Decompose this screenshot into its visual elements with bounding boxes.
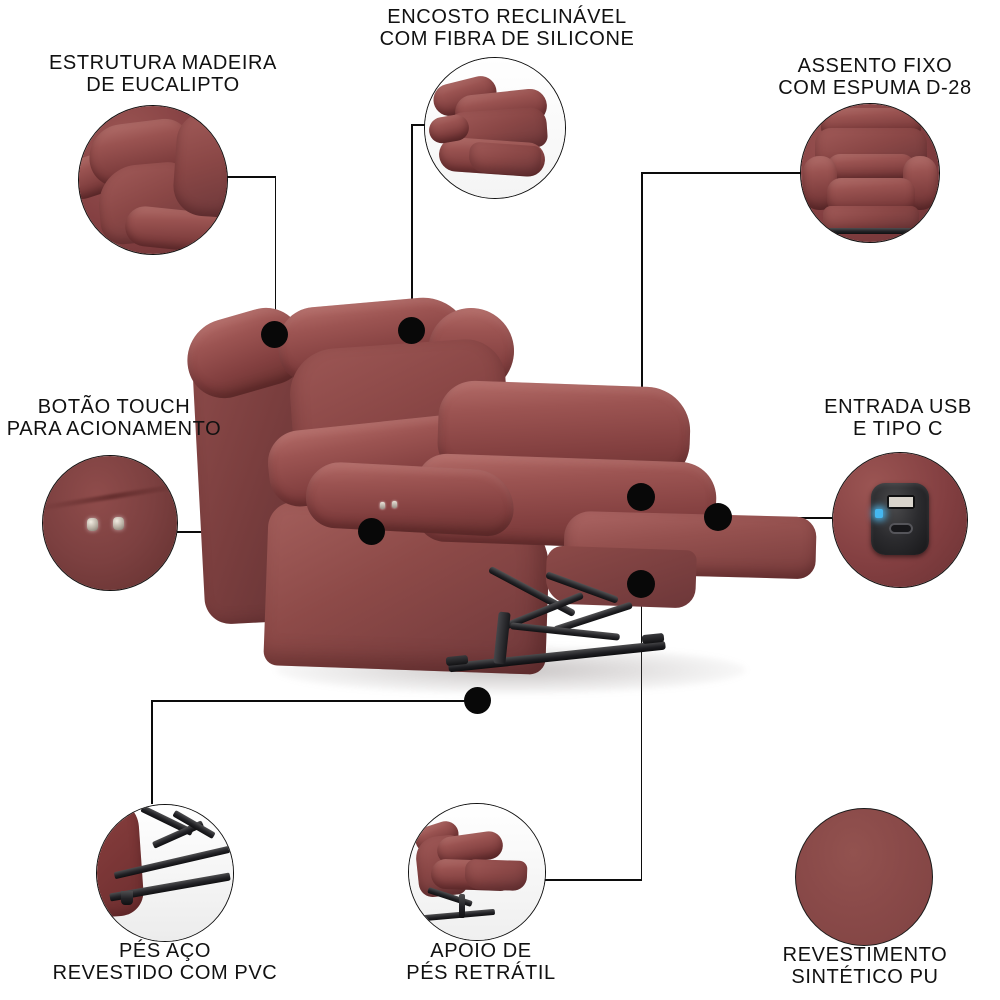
inset-scene-pes-aco	[97, 805, 233, 941]
callout-inset-apoio-pes	[408, 803, 546, 941]
callout-label-revestimento: REVESTIMENTO SINTÉTICO PU	[782, 944, 948, 989]
callout-inset-entrada-usb	[832, 452, 968, 588]
anchor-dot-botao-touch	[358, 518, 385, 545]
callout-inset-encosto-reclinavel	[424, 57, 566, 199]
leader-line-assento-vertical	[641, 172, 643, 497]
usb-c-port[interactable]	[889, 523, 913, 534]
anchor-dot-estrutura-madeira	[261, 321, 288, 348]
usb-power-led	[875, 509, 883, 518]
touch-button-pip-right[interactable]	[392, 501, 397, 508]
inset-front-lumbar	[827, 154, 915, 180]
anchor-dot-assento-fixo	[627, 483, 655, 511]
leader-line-assento-horizontal	[641, 172, 804, 174]
inset-scene-estrutura-madeira	[79, 106, 227, 254]
touch-button-right[interactable]	[113, 517, 124, 530]
callout-inset-assento-fixo	[800, 103, 940, 243]
leader-line-estrutura-madeira-vertical	[274, 176, 277, 334]
leader-line-apoio-pes-horizontal	[545, 879, 642, 881]
chair-armrest	[304, 460, 516, 538]
inset-scene-botao-touch	[43, 456, 177, 590]
inset-apoio-footrest	[464, 858, 528, 892]
callout-inset-botao-touch	[42, 455, 178, 591]
callout-swatch-revestimento	[795, 808, 933, 946]
inset-apoio-base-upright	[459, 894, 465, 918]
anchor-dot-pes-aco	[464, 687, 491, 714]
anchor-dot-entrada-usb	[704, 503, 732, 531]
leader-line-estrutura-madeira-horizontal	[226, 176, 276, 178]
leader-line-apoio-pes-vertical	[640, 584, 643, 880]
callout-inset-pes-aco	[96, 804, 234, 942]
leader-line-pes-aco-vertical	[151, 700, 153, 804]
usb-a-port[interactable]	[887, 495, 915, 509]
callout-label-apoio-pes: APOIO DE PÉS RETRÁTIL	[406, 940, 556, 985]
inset-scene-entrada-usb	[833, 453, 967, 587]
anchor-dot-apoio-pes	[627, 570, 655, 598]
callout-label-encosto-reclinavel: ENCOSTO RECLINÁVEL COM FIBRA DE SILICONE	[379, 6, 635, 51]
touch-button-left[interactable]	[87, 518, 98, 531]
inset-scene-encosto-reclinavel	[425, 58, 565, 198]
leader-line-pes-aco-horizontal	[151, 700, 478, 702]
callout-inset-estrutura-madeira	[78, 105, 228, 255]
inset-side-wing	[171, 110, 227, 218]
hero-recliner-illustration	[177, 293, 840, 710]
usb-module-housing	[871, 483, 929, 555]
touch-button-pip-left[interactable]	[380, 502, 385, 509]
anchor-dot-encosto-reclinavel	[398, 317, 425, 344]
callout-label-pes-aco: PÉS AÇO REVESTIDO COM PVC	[52, 940, 278, 985]
inset-scene-assento-fixo	[801, 104, 939, 242]
callout-label-assento-fixo: ASSENTO FIXO COM ESPUMA D-28	[778, 55, 972, 100]
leader-line-encosto-vertical	[411, 124, 413, 330]
inset-scene-apoio-pes	[409, 804, 545, 940]
inset-front-skirt	[823, 206, 919, 232]
inset-pes-foot-pvc	[121, 891, 133, 905]
callout-label-estrutura-madeira: ESTRUTURA MADEIRA DE EUCALIPTO	[48, 52, 277, 97]
inset-recl-footrest	[468, 141, 542, 177]
inset-front-base-rail	[827, 228, 915, 234]
